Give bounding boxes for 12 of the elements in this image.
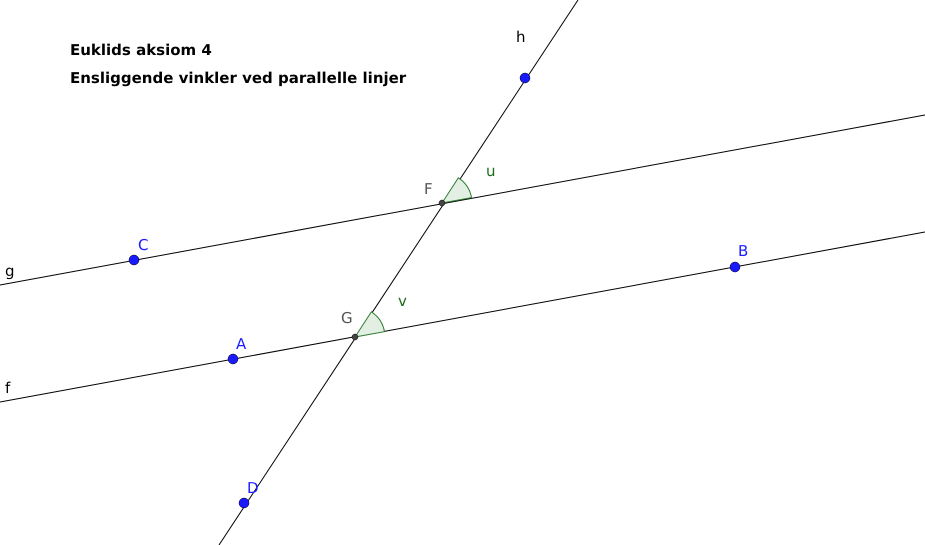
angle-label: v [398,292,407,310]
angle-label: u [486,162,496,180]
subtitle: Ensliggende vinkler ved parallelle linjer [70,69,406,87]
point-label: F [424,180,433,198]
point-label: C [138,236,148,254]
line-label: f [5,379,10,397]
line-label: g [5,262,15,280]
point-label: A [236,335,246,353]
title: Euklids aksiom 4 [70,41,212,59]
point-label: G [341,309,353,327]
line-label: h [516,28,526,46]
point-label: B [738,242,748,260]
